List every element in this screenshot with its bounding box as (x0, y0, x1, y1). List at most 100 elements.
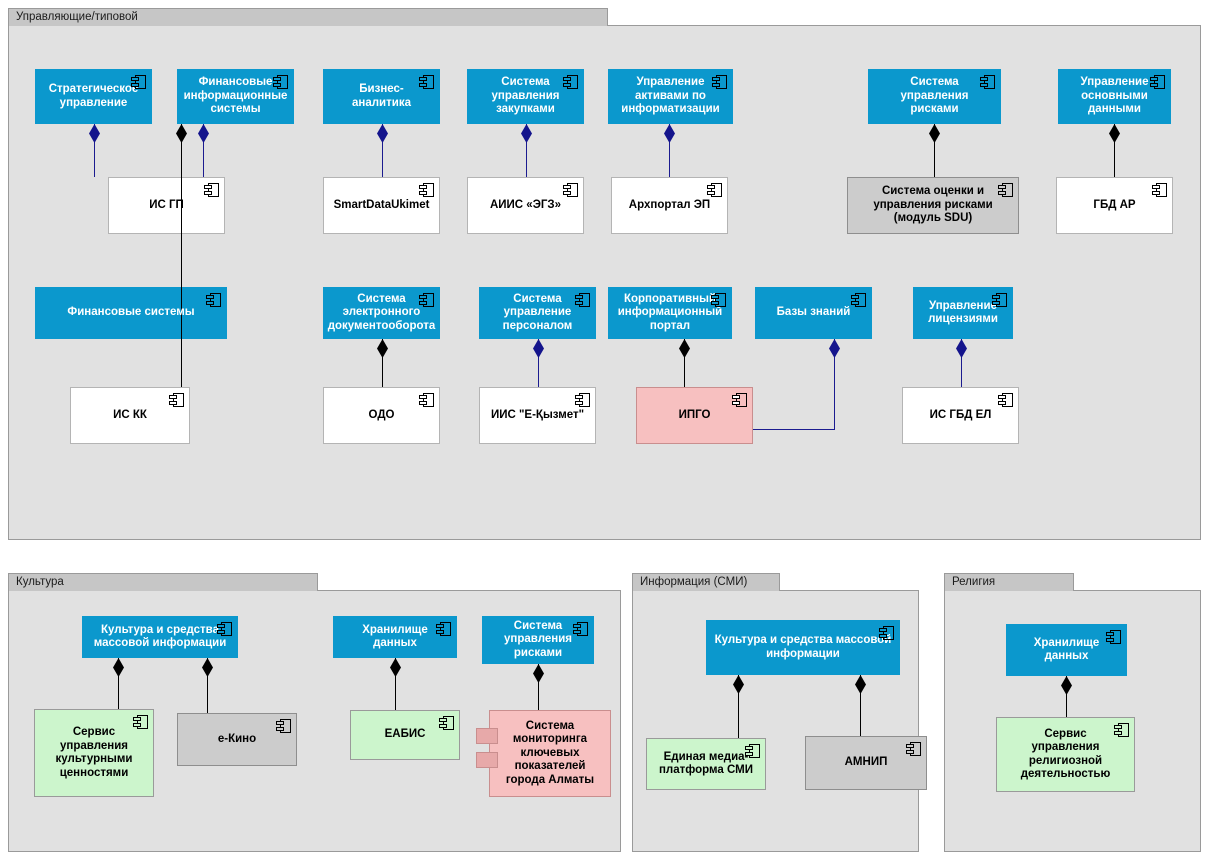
component-icon-tab-bottom (419, 191, 427, 195)
component-icon-tab-bottom (419, 83, 427, 87)
component-kultura-i-smi-panel2[interactable]: Культура и средства массовой информации (706, 620, 900, 675)
component-icon (217, 622, 232, 636)
component-icon-body (423, 75, 434, 89)
component-icon-tab-bottom (906, 750, 914, 754)
component-icon (998, 393, 1013, 407)
diamond-licenzii (956, 339, 967, 358)
component-sistema-upravleniya-zakupkami[interactable]: Система управления закупками (467, 69, 584, 124)
component-sistema-upravleniya-riskami-top[interactable]: Система управления рисками (868, 69, 1001, 124)
component-icon-tab-bottom (998, 191, 1006, 195)
conn-hranilishche-eabis (395, 658, 396, 710)
component-e-kino[interactable]: е-Кино (177, 713, 297, 766)
component-icon-tab-top (419, 77, 427, 81)
diamond-osnovnye (1109, 124, 1120, 143)
component-hranilishche-dannyh-religiya[interactable]: Хранилище данных (1006, 624, 1127, 676)
component-label-servis-upravleniya-kulturnymi-cennostyami: Сервис управления культурными ценностями (55, 726, 133, 779)
component-kultura-i-smi[interactable]: Культура и средства массовой информации (82, 616, 238, 658)
component-icon (575, 293, 590, 307)
conn-biznes-smartdata (382, 124, 383, 177)
component-finansovye-sistemy[interactable]: Финансовые системы (35, 287, 227, 339)
panel-tab-informaciya-smi: Информация (СМИ) (632, 573, 780, 591)
panel-title-religiya: Религия (952, 576, 996, 588)
component-icon-tab-top (204, 185, 212, 189)
component-icon-tab-top (851, 295, 859, 299)
panel-tab-religiya: Религия (944, 573, 1074, 591)
component-icon-tab-bottom (992, 301, 1000, 305)
diamond-shape (829, 339, 840, 358)
component-icon-body (984, 75, 995, 89)
component-is-gbd-el[interactable]: ИС ГБД ЕЛ (902, 387, 1019, 444)
component-icon-tab-top (131, 77, 139, 81)
component-icon-tab-bottom (206, 301, 214, 305)
component-sistema-ocenki-i-upravleniya-riskami[interactable]: Система оценки и управления рисками (мод… (847, 177, 1019, 234)
component-iis-e-kyzmet[interactable]: ИИС "Е-Қызмет" (479, 387, 596, 444)
component-label-upravlenie-licenziyami: Управление лицензиями (928, 299, 998, 326)
component-icon-tab-top (419, 295, 427, 299)
diamond-shape (956, 339, 967, 358)
conn-zakupki-aiis (526, 124, 527, 177)
component-icon-body (280, 719, 291, 733)
component-icon-tab-top (707, 185, 715, 189)
component-sistema-upravlenie-personalom[interactable]: Система управление персоналом (479, 287, 596, 339)
conn-sed-odo (382, 339, 383, 387)
component-amnip[interactable]: АМНИП (805, 736, 927, 790)
conn-bazy-znanij-ipgo-v (834, 339, 835, 429)
component-icon (879, 626, 894, 640)
component-icon-body (208, 183, 219, 197)
component-icon (851, 293, 866, 307)
component-icon (1152, 183, 1167, 197)
component-icon-tab-top (998, 185, 1006, 189)
conn-fis-is-gp (203, 124, 204, 177)
component-servis-upravleniya-kulturnymi-cennostyami[interactable]: Сервис управления культурными ценностями (34, 709, 154, 797)
component-korporativnyj-informacionnyj-portal[interactable]: Корпоративный информационный портал (608, 287, 732, 339)
component-sistema-monitoringa-kpi-almaty[interactable]: Система мониторинга ключевых показателей… (489, 710, 611, 797)
component-odo[interactable]: ОДО (323, 387, 440, 444)
component-finansovye-informacionnye-sistemy[interactable]: Финансовые информационные системы (177, 69, 294, 124)
component-label-servis-upravleniya-religioznoj-deyatelnostyu: Сервис управления религиозной деятельнос… (1020, 727, 1111, 781)
component-smartdataukimet[interactable]: SmartDataUkimet (323, 177, 440, 234)
component-is-kk[interactable]: ИС КК (70, 387, 190, 444)
component-upravlenie-aktivami-po-informatizacii[interactable]: Управление активами по информатизации (608, 69, 733, 124)
component-arhportal-ep[interactable]: Архпортал ЭП (611, 177, 728, 234)
component-ipgo[interactable]: ИПГО (636, 387, 753, 444)
component-aiis-egz[interactable]: АИИС «ЭГЗ» (467, 177, 584, 234)
component-label-finansovye-informacionnye-sistemy: Финансовые информационные системы (183, 76, 288, 116)
conn-strategicheskoe-is-gp (94, 124, 95, 177)
component-upravlenie-licenziyami[interactable]: Управление лицензиями (913, 287, 1013, 339)
component-icon (419, 183, 434, 197)
component-icon-tab-bottom (419, 401, 427, 405)
component-edinaya-media-platforma-smi[interactable]: Единая медиа- платформа СМИ (646, 738, 766, 790)
component-label-is-gbd-el: ИС ГБД ЕЛ (929, 408, 992, 421)
component-strategicheskoe-upravlenie[interactable]: Стратегическое управление (35, 69, 152, 124)
component-hranilishche-dannyh-kultura[interactable]: Хранилище данных (333, 616, 457, 658)
diamond-shape (377, 339, 388, 358)
diamond-shape (533, 664, 544, 683)
component-icon-body (736, 393, 747, 407)
conn-personal-kyzmet (538, 339, 539, 387)
component-is-gp[interactable]: ИС ГП (108, 177, 225, 234)
component-icon-tab-top (711, 295, 719, 299)
component-icon-tab-top (732, 395, 740, 399)
component-icon (273, 75, 288, 89)
component-label-kultura-i-smi: Культура и средства массовой информации (93, 623, 227, 650)
component-icon (131, 75, 146, 89)
component-biznes-analitika[interactable]: Бизнес-аналитика (323, 69, 440, 124)
component-icon-body (855, 293, 866, 307)
component-icon-tab-bottom (712, 83, 720, 87)
component-gbd-ar[interactable]: ГБД АР (1056, 177, 1173, 234)
component-sistema-upravleniya-riskami-kultura[interactable]: Система управления рисками (482, 616, 594, 664)
component-icon-tab-top (133, 717, 141, 721)
component-upravlenie-osnovnymi-dannymi[interactable]: Управление основными данными (1058, 69, 1171, 124)
component-icon-body (567, 75, 578, 89)
diamond-shape (533, 339, 544, 358)
component-servis-upravleniya-religioznoj-deyatelnostyu[interactable]: Сервис управления религиозной деятельнос… (996, 717, 1135, 792)
component-bazy-znanij[interactable]: Базы знаний (755, 287, 872, 339)
component-icon-tab-bottom (169, 401, 177, 405)
component-eabis[interactable]: ЕАБИС (350, 710, 460, 760)
component-icon-body (277, 75, 288, 89)
component-sistema-elektronnogo-dokumentooborota[interactable]: Система электронного документооборота (323, 287, 440, 339)
component-icon-body (579, 293, 590, 307)
component-icon-tab-top (217, 624, 225, 628)
component-label-korporativnyj-informacionnyj-portal: Корпоративный информационный портал (617, 292, 723, 332)
conn-fis-is-kk (181, 124, 182, 387)
